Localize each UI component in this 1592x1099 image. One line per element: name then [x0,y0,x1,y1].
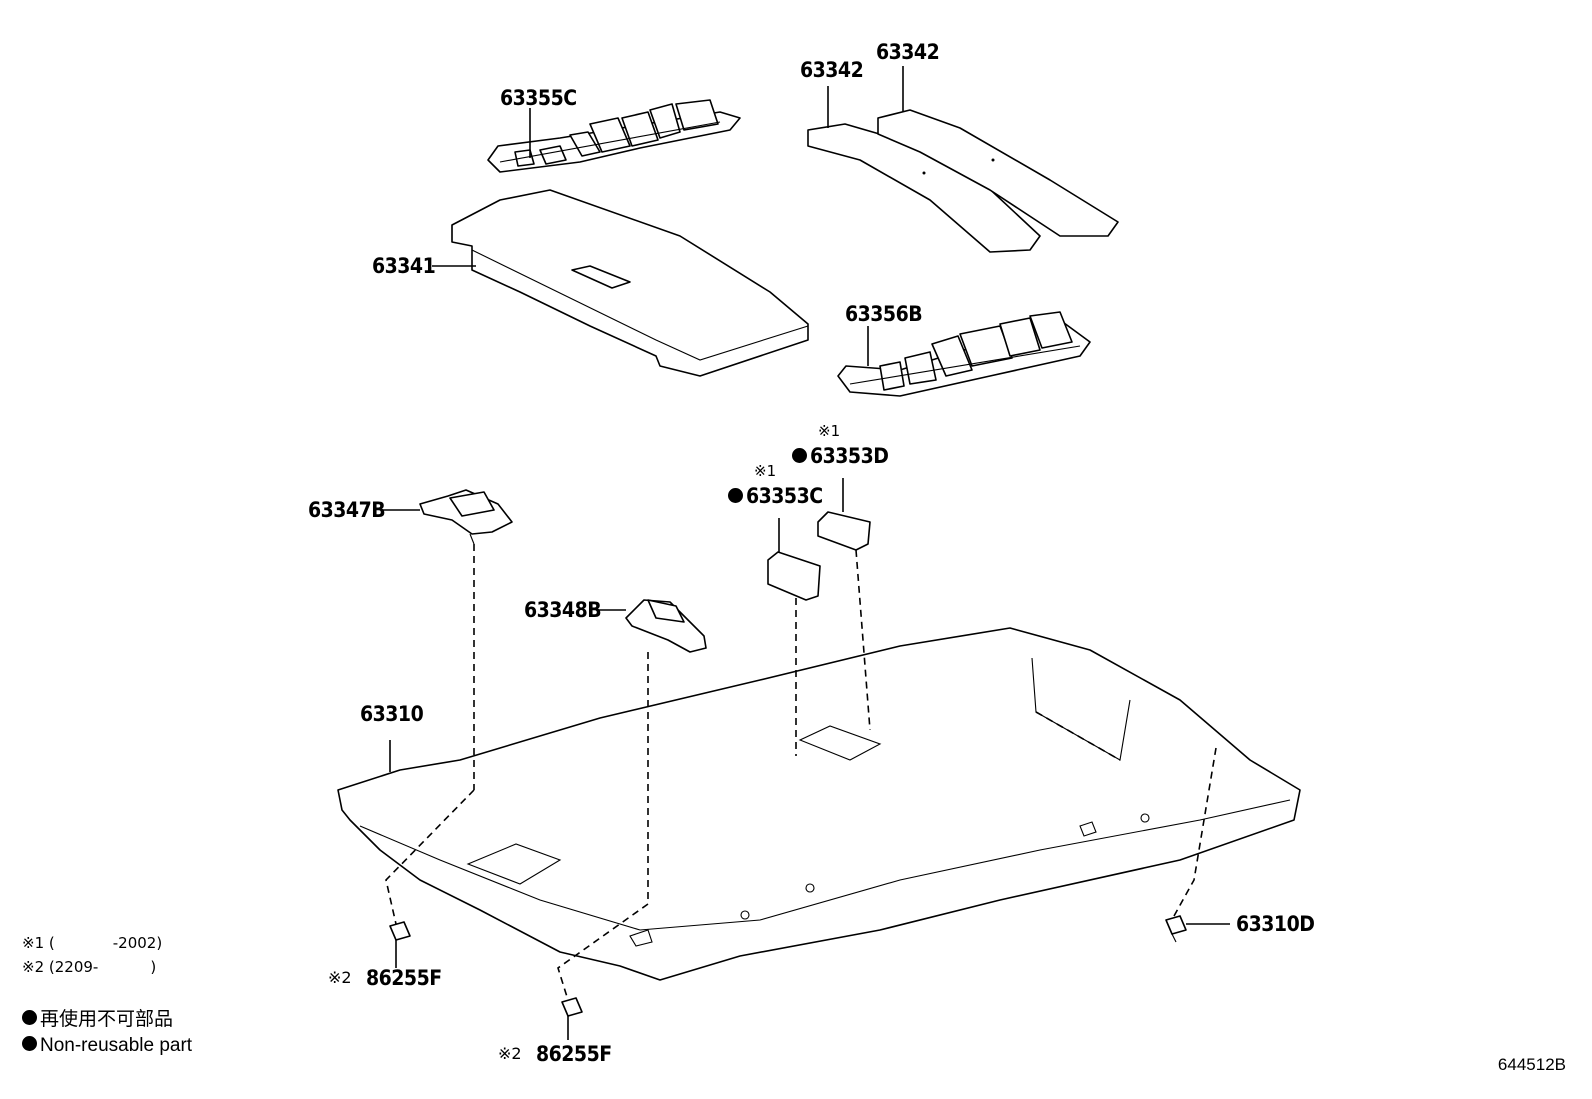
note-mark-star2-86255F-bottom: ※2 [498,1044,522,1063]
alignment-dashed-lines [385,544,1217,1001]
part-label-63355C: 63355C [500,86,577,110]
note-2: ※2 (2209-) [22,960,156,975]
note-mark-star1-63353C: ※1 [754,462,777,480]
legend-nonreusable-en-text: Non-reusable part [40,1035,193,1056]
part-63355C-drawing [487,99,741,173]
legend-nonreusable-ja: 再使用不可部品 [22,1010,173,1029]
part-label-63353D-text: 63353D [810,444,889,468]
part-63347B-drawing [419,489,513,545]
part-label-86255F-left: 86255F [366,966,442,990]
part-63353C-drawing [767,551,821,601]
part-63356B-drawing [837,311,1091,397]
note-1-prefix: ※1 ( [22,934,55,952]
part-63342-drawing [807,109,1119,253]
non-reusable-dot-icon [792,447,807,463]
part-63310D-clip-drawing [1165,915,1187,943]
part-label-63348B: 63348B [524,598,602,622]
part-label-63310: 63310 [360,702,424,726]
part-86255F-clip-a-drawing [389,921,411,941]
figure-code: 644512B [1497,1055,1566,1074]
legend-nonreusable-en: Non-reusable part [22,1036,192,1055]
leader-lines [381,66,1230,1040]
part-label-86255F-bottom: 86255F [536,1042,612,1066]
part-63348B-drawing [625,599,707,653]
non-reusable-dot-icon [728,487,743,503]
part-63353D-drawing [817,511,871,551]
note-1-value: -2002) [112,934,163,952]
part-label-63342-left: 63342 [800,58,864,82]
part-label-63353C: 63353C [728,486,823,507]
part-63310-drawing [337,627,1301,981]
note-2-prefix: ※2 (2209- [22,958,99,976]
non-reusable-dot-icon [22,1036,37,1052]
note-2-suffix: ) [150,958,157,976]
note-mark-star1-63353D: ※1 [818,422,841,440]
part-label-63342-right: 63342 [876,40,940,64]
part-label-63353C-text: 63353C [746,484,823,508]
part-label-63353D: 63353D [792,444,889,468]
non-reusable-dot-icon [22,1010,37,1026]
part-63341-drawing [451,189,809,377]
part-label-63310D: 63310D [1236,912,1315,936]
part-label-63347B: 63347B [308,498,386,522]
note-mark-star2-86255F-left: ※2 [328,968,352,987]
legend-nonreusable-ja-text: 再使用不可部品 [40,1009,174,1030]
part-label-63356B: 63356B [845,302,923,326]
note-1: ※1 ( -2002) [22,936,162,951]
part-label-63341: 63341 [372,254,436,278]
part-86255F-clip-b-drawing [561,997,583,1017]
